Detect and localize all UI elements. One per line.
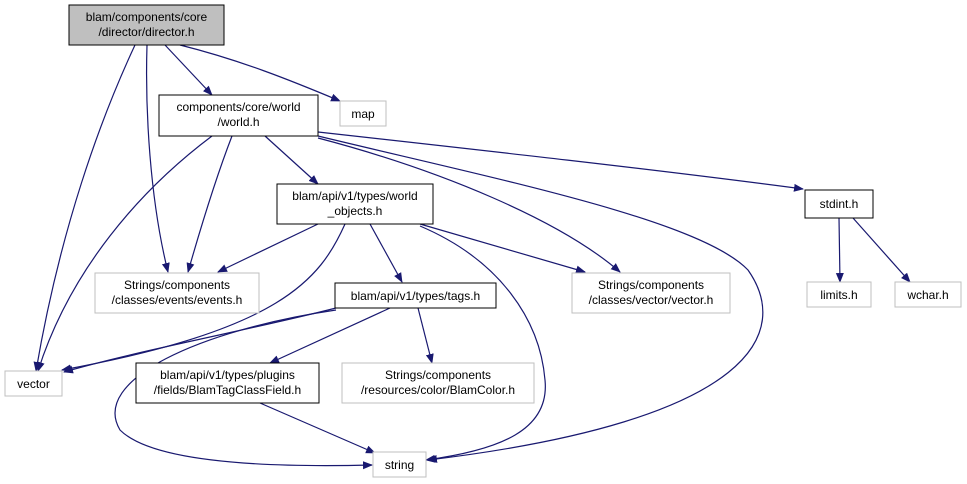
node-label-line: Strings/components [385, 368, 491, 382]
node-label-line: vector [17, 377, 50, 391]
edge-director-to-world [164, 44, 213, 96]
node-tags-h[interactable]: blam/api/v1/types/tags.h [334, 282, 497, 309]
node-label-line: blam/api/v1/types/tags.h [351, 289, 480, 303]
node-label-line: /director/director.h [98, 25, 194, 39]
node-label-line: map [351, 107, 375, 121]
edge-world-objects-to-vector [61, 223, 346, 373]
node-vector-h[interactable]: Strings/components /classes/vector/vecto… [571, 272, 731, 314]
edge-world-to-string [317, 135, 764, 463]
node-label-line: /classes/vector/vector.h [589, 293, 714, 307]
edge-world-objects-to-string [419, 225, 546, 463]
node-blamtagclassfield-h[interactable]: blam/api/v1/types/plugins /fields/BlamTa… [135, 362, 320, 404]
node-world-h[interactable]: components/core/world /world.h [158, 94, 319, 137]
edge-world-objects-to-vector-h [419, 223, 586, 274]
node-stdint-h[interactable]: stdint.h [804, 189, 874, 219]
node-label-line: limits.h [820, 288, 857, 302]
node-label-line: stdint.h [820, 197, 859, 211]
node-director-h[interactable]: blam/components/core /director/director.… [68, 4, 225, 46]
node-string[interactable]: string [372, 451, 427, 478]
node-label-line: components/core/world [176, 100, 300, 114]
node-label-line: Strings/components [598, 278, 704, 292]
edge-tags-to-vector [63, 307, 337, 374]
edge-stdint-to-wchar [852, 217, 911, 283]
edge-world-to-stdint [317, 131, 804, 192]
edge-world-to-world-objects [264, 135, 319, 185]
edge-world-objects-to-tags [369, 223, 403, 283]
node-label-line: Strings/components [124, 278, 230, 292]
edge-tags-to-blamtagfield [269, 307, 391, 364]
edge-world-to-vector-h [317, 137, 621, 273]
node-label-line: blam/api/v1/types/plugins [160, 368, 295, 382]
edge-director-to-vector [33, 44, 136, 372]
node-world-objects-h[interactable]: blam/api/v1/types/world _objects.h [276, 183, 434, 225]
node-label-line: blam/components/core [86, 10, 208, 24]
edge-tags-to-blamcolor [417, 307, 434, 364]
node-map[interactable]: map [339, 100, 387, 127]
edge-world-objects-to-events [217, 223, 319, 273]
edge-director-to-events [145, 44, 170, 273]
node-label-line: string [385, 458, 414, 472]
node-label-line: blam/api/v1/types/world [292, 189, 417, 203]
node-label-line: wchar.h [906, 288, 948, 302]
node-label-line: /classes/events/events.h [112, 293, 243, 307]
edge-stdint-to-limits [835, 217, 844, 283]
edge-director-to-map [179, 44, 341, 102]
edge-world-to-vector [36, 135, 213, 372]
node-label-line: _objects.h [327, 204, 383, 218]
node-label-line: /world.h [217, 115, 259, 129]
dependency-edges [33, 44, 911, 470]
node-vector[interactable]: vector [4, 370, 63, 397]
node-label-line: /resources/color/BlamColor.h [361, 383, 515, 397]
node-label-line: /fields/BlamTagClassField.h [154, 383, 301, 397]
edge-tags-to-string [114, 309, 373, 470]
node-blamcolor-h[interactable]: Strings/components /resources/color/Blam… [341, 362, 535, 404]
node-wchar-h[interactable]: wchar.h [894, 281, 962, 308]
edge-world-to-events [186, 135, 233, 273]
edge-blamtagfield-to-string [259, 402, 376, 454]
node-events-h[interactable]: Strings/components /classes/events/event… [94, 272, 260, 314]
node-limits-h[interactable]: limits.h [806, 281, 872, 308]
